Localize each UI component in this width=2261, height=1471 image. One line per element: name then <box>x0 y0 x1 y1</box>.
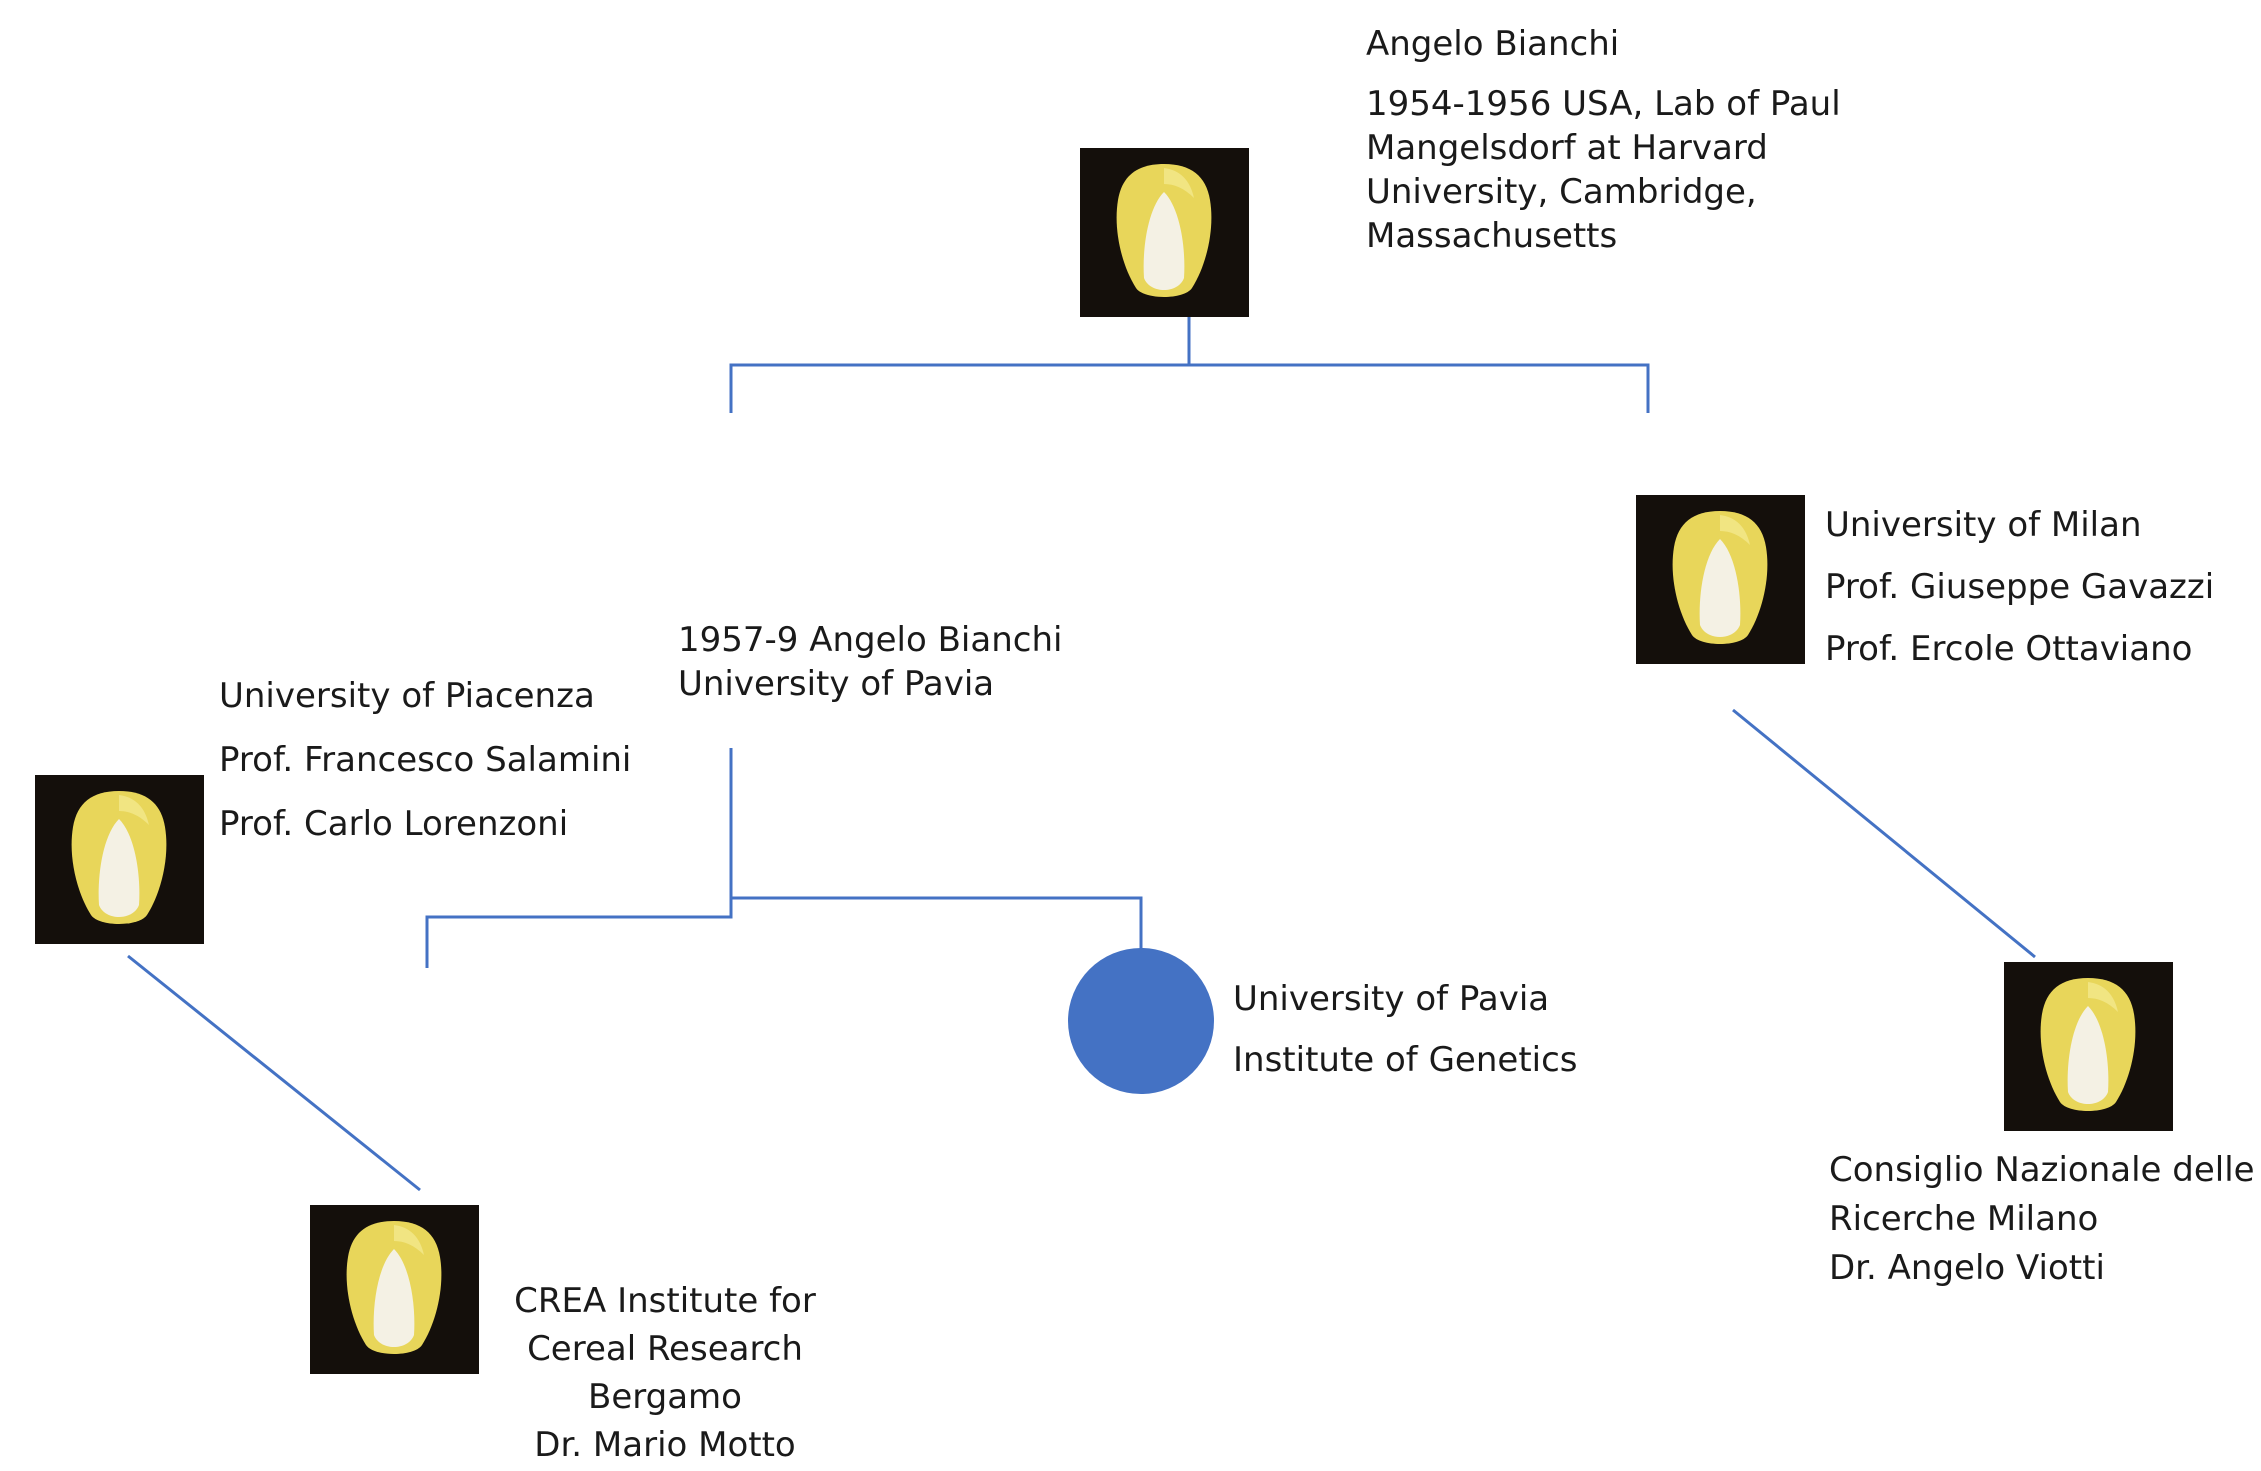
node-piacenza-text: University of Piacenza Prof. Francesco S… <box>219 664 631 856</box>
connector-milan-cnr <box>1732 708 2036 959</box>
pavia-bianchi-line-2: University of Pavia <box>678 664 995 704</box>
kernel-icon-cnr <box>2004 962 2173 1131</box>
connector-pavia-right <box>731 896 1143 952</box>
kernel-icon-milan <box>1636 495 1805 664</box>
node-milan-text: University of Milan Prof. Giuseppe Gavaz… <box>1825 494 2214 680</box>
crea-line-1: CREA Institute for <box>514 1281 816 1321</box>
piacenza-line-1: University of Piacenza <box>219 676 595 716</box>
piacenza-line-2: Prof. Francesco Salamini <box>219 740 632 780</box>
root-desc-line-4: Massachusetts <box>1366 216 1618 256</box>
pavia-bianchi-line-1: 1957-9 Angelo Bianchi <box>678 620 1063 660</box>
cnr-line-1: Consiglio Nazionale delle <box>1829 1150 2255 1190</box>
root-desc-line-1: 1954-1956 USA, Lab of Paul <box>1366 84 1841 124</box>
node-pavia-genetics-text: University of Pavia Institute of Genetic… <box>1233 969 1578 1091</box>
cnr-line-2: Ricerche Milano <box>1829 1199 2099 1239</box>
connector-root-branch <box>729 316 1191 413</box>
root-desc-line-2: Mangelsdorf at Harvard <box>1366 128 1768 168</box>
kernel-icon-root <box>1080 148 1249 317</box>
root-desc-line-3: University, Cambridge, <box>1366 172 1757 212</box>
crea-line-4: Dr. Mario Motto <box>534 1425 796 1465</box>
node-crea-text: CREA Institute for Cereal Research Berga… <box>500 1277 830 1469</box>
piacenza-line-3: Prof. Carlo Lorenzoni <box>219 804 569 844</box>
crea-line-3: Bergamo <box>588 1377 742 1417</box>
kernel-icon-piacenza <box>35 775 204 944</box>
pavia-genetics-circle <box>1068 948 1214 1094</box>
pavia-genetics-line-2: Institute of Genetics <box>1233 1040 1578 1080</box>
milan-line-3: Prof. Ercole Ottaviano <box>1825 629 2193 669</box>
connector-piacenza-crea <box>127 954 421 1192</box>
milan-line-1: University of Milan <box>1825 505 2142 545</box>
kernel-icon-crea <box>310 1205 479 1374</box>
connector-pavia-left <box>425 748 733 968</box>
milan-line-2: Prof. Giuseppe Gavazzi <box>1825 567 2215 607</box>
node-cnr-text: Consiglio Nazionale delle Ricerche Milan… <box>1829 1146 2255 1293</box>
node-pavia-bianchi-text: 1957-9 Angelo Bianchi University of Pavi… <box>678 618 1062 706</box>
pavia-genetics-line-1: University of Pavia <box>1233 979 1550 1019</box>
cnr-line-3: Dr. Angelo Viotti <box>1829 1248 2105 1288</box>
node-root-text: Angelo Bianchi 1954-1956 USA, Lab of Pau… <box>1366 22 1841 258</box>
connector-root-right <box>1189 363 1650 413</box>
crea-line-2: Cereal Research <box>527 1329 803 1369</box>
root-name: Angelo Bianchi <box>1366 24 1620 64</box>
